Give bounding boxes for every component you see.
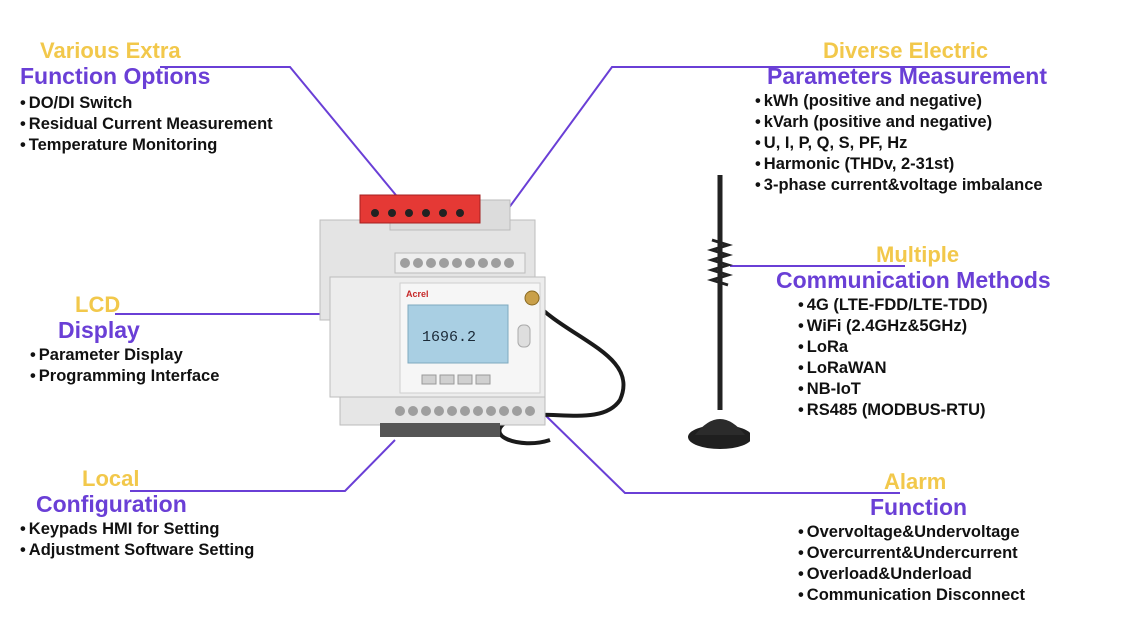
list-item: Overvoltage&Undervoltage <box>798 522 1025 543</box>
feature-list: Overvoltage&Undervoltage Overcurrent&Und… <box>798 522 1025 606</box>
list-item: kWh (positive and negative) <box>755 91 1047 112</box>
section-lcd: LCD Display Parameter Display Programmin… <box>30 292 220 387</box>
leader-line-electric-params <box>499 66 1010 221</box>
feature-list: Parameter Display Programming Interface <box>30 345 220 387</box>
list-item: DO/DI Switch <box>20 93 273 114</box>
list-item: LoRaWAN <box>798 358 1051 379</box>
red-terminal-block <box>359 194 481 224</box>
list-item: LoRa <box>798 337 1051 358</box>
list-item: RS485 (MODBUS-RTU) <box>798 400 1051 421</box>
list-item: Keypads HMI for Setting <box>20 519 254 540</box>
feature-list: 4G (LTE-FDD/LTE-TDD) WiFi (2.4GHz&5GHz) … <box>776 295 1051 421</box>
section-title: Communication Methods <box>776 267 1051 293</box>
feature-list: DO/DI Switch Residual Current Measuremen… <box>20 93 273 156</box>
lcd-screen <box>407 304 509 364</box>
section-title: Display <box>58 317 140 343</box>
infrared-port <box>517 324 531 348</box>
list-item: Overload&Underload <box>798 564 1025 585</box>
list-item: WiFi (2.4GHz&5GHz) <box>798 316 1051 337</box>
list-item: Communication Disconnect <box>798 585 1025 606</box>
keypad-button-4 <box>475 374 491 385</box>
section-title: Function <box>870 494 968 520</box>
feature-list: Keypads HMI for Setting Adjustment Softw… <box>20 519 255 561</box>
energy-meter-device: Acrel 1696.2 <box>319 175 750 449</box>
section-communication: Multiple Communication Methods 4G (LTE-F… <box>776 243 1051 421</box>
list-item: kVarh (positive and negative) <box>755 112 1047 133</box>
feature-list: kWh (positive and negative) kVarh (posit… <box>755 91 1047 196</box>
section-subtitle: Multiple <box>876 242 960 267</box>
leader-line-local-config <box>130 439 396 492</box>
list-item: Residual Current Measurement <box>20 114 273 135</box>
section-title: Parameters Measurement <box>767 63 1047 89</box>
section-subtitle: Local <box>82 466 140 491</box>
section-title: Configuration <box>36 491 187 517</box>
list-item: Programming Interface <box>30 366 220 387</box>
section-subtitle: LCD <box>75 292 121 317</box>
section-subtitle: Various Extra <box>40 38 181 63</box>
antenna-coil <box>706 238 734 287</box>
antenna-connector <box>524 290 540 306</box>
list-item: Temperature Monitoring <box>20 135 273 156</box>
list-item: Adjustment Software Setting <box>20 540 255 561</box>
brand-logo: Acrel <box>406 289 429 299</box>
section-extra-functions: Various Extra Function Options DO/DI Swi… <box>20 39 273 156</box>
leader-line-alarm <box>539 409 900 494</box>
antenna-cable <box>497 298 626 446</box>
list-item: Harmonic (THDv, 2-31st) <box>755 154 1047 175</box>
list-item: Parameter Display <box>30 345 219 366</box>
lcd-reading: 1696.2 <box>422 329 476 346</box>
list-item: 4G (LTE-FDD/LTE-TDD) <box>798 295 1051 316</box>
keypad-button-1 <box>421 374 437 385</box>
list-item: U, I, P, Q, S, PF, Hz <box>755 133 1047 154</box>
section-electric-params: Diverse Electric Parameters Measurement … <box>755 39 1047 196</box>
section-local-config: Local Configuration Keypads HMI for Sett… <box>20 466 255 561</box>
leader-line-extra-functions <box>160 66 401 201</box>
section-subtitle: Alarm <box>884 469 947 494</box>
list-item: NB-IoT <box>798 379 1051 400</box>
section-subtitle: Diverse Electric <box>823 38 989 63</box>
keypad-button-3 <box>457 374 473 385</box>
list-item: 3-phase current&voltage imbalance <box>755 175 1047 196</box>
section-alarm: Alarm Function Overvoltage&Undervoltage … <box>798 470 1025 606</box>
section-title: Function Options <box>20 63 211 89</box>
din-rail-clip <box>380 423 500 437</box>
keypad-button-2 <box>439 374 455 385</box>
list-item: Overcurrent&Undercurrent <box>798 543 1025 564</box>
